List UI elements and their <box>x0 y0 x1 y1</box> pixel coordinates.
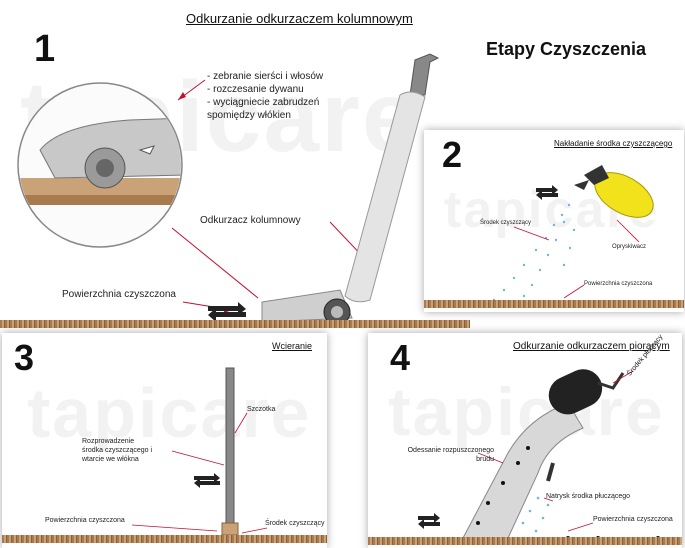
agent-label: Środek czyszczący <box>265 520 325 527</box>
benefit-item: - rozczesanie dywanu <box>207 84 304 95</box>
benefit-item: - wyciągniecie zabrudzeń <box>207 97 320 108</box>
panel-title: Odkurzanie odkurzaczem piorącym <box>513 341 670 352</box>
panel-3-rubbing-in: tapicare 3 Wcieranie Szczotka Rozprowadz… <box>2 333 327 548</box>
sprayer-label: Opryskiwacz <box>612 244 647 250</box>
spread-label-line: wtarcie we włókna <box>82 456 139 463</box>
suction-label: Odessanie rozpuszczonego brudu <box>384 446 494 464</box>
step-number: 2 <box>442 134 463 175</box>
spray-label: Natrysk środka płuczącego <box>546 493 631 500</box>
carpet-surface <box>424 300 684 308</box>
brush-illustration <box>131 367 268 536</box>
surface-label: Powierzchnia czyszczona <box>62 289 176 300</box>
brush-label: Szczotka <box>247 406 276 413</box>
benefit-item: spomiędzy włókien <box>207 110 291 121</box>
carpet-surface <box>368 537 682 545</box>
step-number: 1 <box>34 28 56 70</box>
extractor-illustration <box>418 369 660 541</box>
step-number: 4 <box>390 337 411 378</box>
panel-title: Nakładanie środka czyszczącego <box>554 139 673 148</box>
vacuum-label: Odkurzacz kolumnowy <box>200 215 301 226</box>
carpet-surface <box>0 320 470 328</box>
spread-label-line: środka czyszczącego i <box>82 447 153 454</box>
benefits-list: - zebranie sierści i włosów - rozczesani… <box>207 70 323 122</box>
panel-title: Wcieranie <box>272 341 313 351</box>
panel-title: Odkurzanie odkurzaczem kolumnowym <box>186 11 413 26</box>
sprayer-illustration <box>492 165 654 302</box>
watermark: tapicare <box>27 374 312 452</box>
carpet-surface <box>2 535 327 543</box>
suction-label-line: Odessanie rozpuszczonego <box>407 447 494 454</box>
surface-label: Powierzchnia czyszczona <box>45 517 125 524</box>
panel-2-applying-agent: tapicare 2 Nakładanie środka czyszcząceg… <box>424 130 684 312</box>
surface-label: Powierzchnia czyszczona <box>584 281 653 287</box>
zoom-circle-illustration <box>17 53 440 326</box>
benefit-item: - zebranie sierści i włosów <box>207 71 324 82</box>
agent-label: Środek czyszczący <box>480 220 532 226</box>
main-heading: Etapy Czyszczenia <box>486 39 647 59</box>
surface-label: Powierzchnia czyszczona <box>593 516 673 523</box>
spread-label: Rozprowadzenie środka czyszczącego i wta… <box>82 437 152 464</box>
panel-4-wash-extraction: tapicare 4 Odkurzanie odkurzaczem piorąc… <box>368 333 682 548</box>
suction-label-line: brudu <box>476 456 494 463</box>
spread-label-line: Rozprowadzenie <box>82 438 135 445</box>
panel-1-vacuuming: tapicare 1 Odkurzanie odkurzaczem kolumn… <box>0 0 470 340</box>
step-number: 3 <box>14 337 35 378</box>
